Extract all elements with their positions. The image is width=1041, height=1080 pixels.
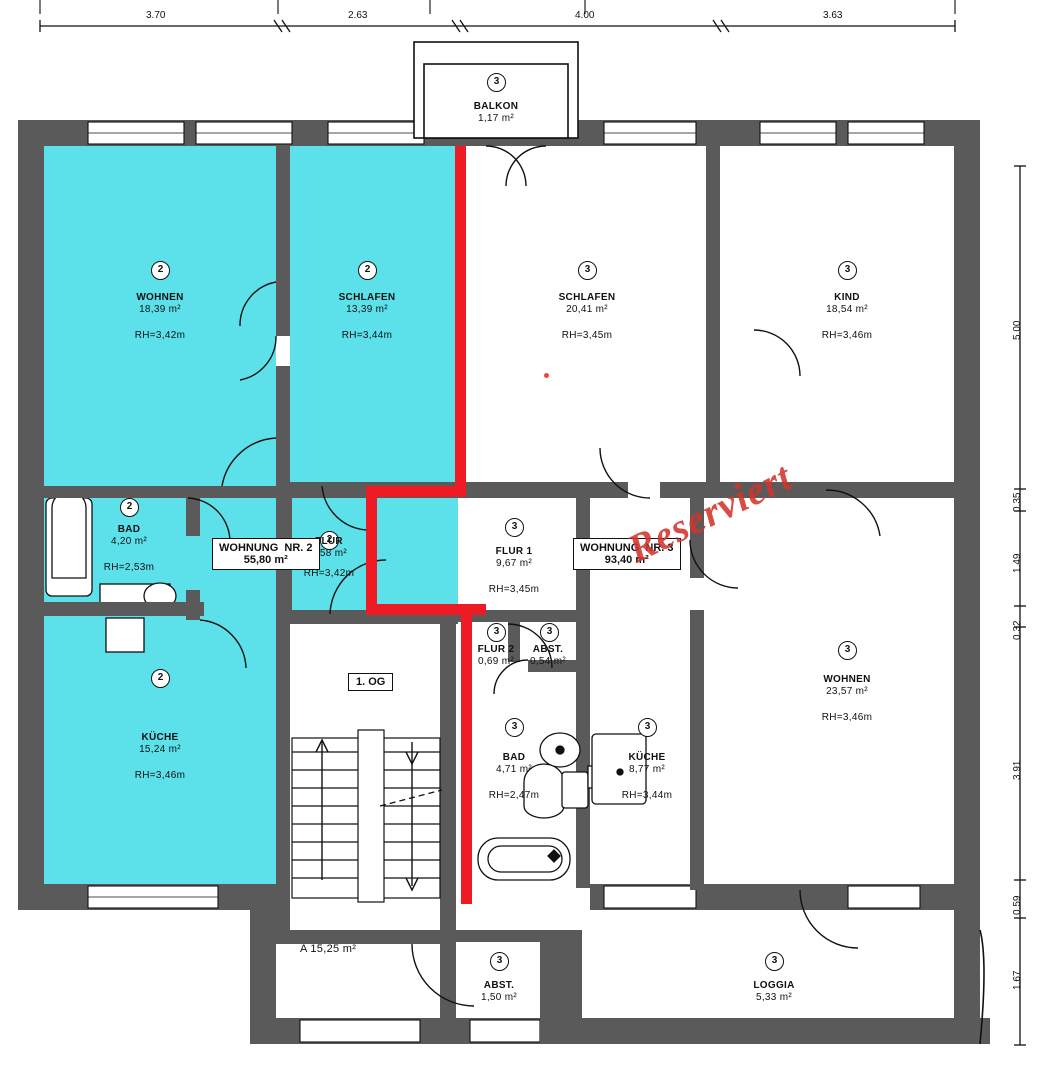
room-badge-kind-3: 3 (838, 261, 857, 280)
room-name-abst-klein-3: ABST. (532, 644, 564, 655)
room-area-kueche-2: 15,24 m² (139, 744, 181, 755)
dim-right-1: 5.00 (1012, 320, 1023, 340)
room-badge-flur1-3: 3 (505, 518, 524, 537)
room-area-loggia-3: 5,33 m² (755, 992, 792, 1003)
room-height-wohnen-2: RH=3,42m (134, 330, 186, 341)
dim-right-6: 0.59 (1012, 895, 1023, 915)
floor-level-label: 1. OG (348, 673, 394, 691)
room-badge-wohnen-3: 3 (838, 641, 857, 660)
room-badge-bad-3: 3 (505, 718, 524, 737)
room-name-schlafen-3: SCHLAFEN (558, 292, 616, 303)
room-height-flur-2: RH=3,42m (303, 568, 355, 579)
room-area-bad-2: 4,20 m² (110, 536, 147, 547)
room-badge-abst-klein-3: 3 (540, 623, 559, 642)
dim-right-7: 1.67 (1012, 970, 1023, 990)
room-height-schlafen-2: RH=3,44m (341, 330, 393, 341)
room-area-flur-2: 4,58 m² (310, 548, 347, 559)
dim-top-4: 3.63 (823, 10, 843, 21)
room-name-kueche-3: KÜCHE (628, 752, 666, 763)
room-badge-balkon-3: 3 (487, 73, 506, 92)
room-name-balkon-3: BALKON (473, 101, 519, 112)
right-dimension-line (1014, 165, 1026, 1046)
balcony-outline (413, 41, 579, 139)
dim-right-5: 3.91 (1012, 760, 1023, 780)
center-dot-marker (544, 373, 549, 378)
loggia-edge (979, 929, 985, 1045)
red-boundary-marker (366, 146, 486, 904)
room-area-abst-3: 1,50 m² (480, 992, 517, 1003)
dim-top-2: 2.63 (348, 10, 368, 21)
room-area-kind-3: 18,54 m² (826, 304, 868, 315)
dim-top-3: 4.00 (575, 10, 595, 21)
room-area-schlafen-3: 20,41 m² (566, 304, 608, 315)
room-name-flur-2: FLUR (315, 536, 343, 547)
room-height-bad-3: RH=2,47m (488, 790, 540, 801)
bath-fixtures-apt3 (477, 732, 613, 881)
room-badge-schlafen-2: 2 (358, 261, 377, 280)
room-name-flur2-3: FLUR 2 (477, 644, 515, 655)
stair-area-annotation: A 15,25 m² (300, 943, 357, 955)
room-height-kind-3: RH=3,46m (821, 330, 873, 341)
apartment-label-wohnung-3: WOHNUNG NR. 3 93,40 m² (573, 538, 681, 570)
room-area-wohnen-3: 23,57 m² (826, 686, 868, 697)
room-badge-flur2-3: 3 (487, 623, 506, 642)
room-name-wohnen-3: WOHNEN (823, 674, 871, 685)
room-area-abst-klein-3: 0,54 m² (529, 656, 566, 667)
room-area-balkon-3: 1,17 m² (477, 113, 514, 124)
room-area-flur1-3: 9,67 m² (495, 558, 532, 569)
dim-right-4: 0.32 (1012, 620, 1023, 640)
room-badge-bad-2: 2 (120, 498, 139, 517)
room-name-bad-3: BAD (502, 752, 526, 763)
room-name-flur1-3: FLUR 1 (495, 546, 533, 557)
window-mullions (88, 132, 924, 898)
room-name-kind-3: KIND (834, 292, 860, 303)
kitchen-fixtures-apt3 (591, 733, 647, 805)
room-height-kueche-3: RH=3,44m (621, 790, 673, 801)
room-name-bad-2: BAD (117, 524, 141, 535)
apartment-label-wohnung-2: WOHNUNG NR. 2 55,80 m² (212, 538, 320, 570)
staircase (291, 729, 441, 903)
dim-top-1: 3.70 (146, 10, 166, 21)
room-badge-kueche-3: 3 (638, 718, 657, 737)
room-area-wohnen-2: 18,39 m² (139, 304, 181, 315)
room-badge-schlafen-3: 3 (578, 261, 597, 280)
room-name-schlafen-2: SCHLAFEN (338, 292, 396, 303)
dim-right-3: 1.49 (1012, 553, 1023, 573)
room-area-schlafen-2: 13,39 m² (346, 304, 388, 315)
door-swings-apt2 (187, 281, 387, 669)
room-height-schlafen-3: RH=3,45m (561, 330, 613, 341)
room-badge-abst-3: 3 (490, 952, 509, 971)
dim-right-2: 0.35 (1012, 492, 1023, 512)
room-name-abst-3: ABST. (483, 980, 515, 991)
room-height-bad-2: RH=2,53m (103, 562, 155, 573)
room-height-flur1-3: RH=3,45m (488, 584, 540, 595)
room-area-kueche-3: 8,77 m² (628, 764, 665, 775)
room-badge-loggia-3: 3 (765, 952, 784, 971)
room-name-loggia-3: LOGGIA (753, 980, 795, 991)
room-area-bad-3: 4,71 m² (495, 764, 532, 775)
bath-fixtures-apt2 (45, 490, 177, 653)
top-dimension-line (39, 0, 956, 33)
room-badge-flur-2: 2 (320, 531, 339, 550)
room-area-flur2-3: 0,69 m² (477, 656, 514, 667)
stair-direction-arrows (315, 738, 443, 892)
room-badge-wohnen-2: 2 (151, 261, 170, 280)
room-name-kueche-2: KÜCHE (141, 732, 179, 743)
room-height-kueche-2: RH=3,46m (134, 770, 186, 781)
door-swings-apt3 (411, 145, 881, 1007)
room-height-wohnen-3: RH=3,46m (821, 712, 873, 723)
room-name-wohnen-2: WOHNEN (136, 292, 184, 303)
interior-walls-apt3 (276, 146, 980, 1044)
room-badge-kueche-2: 2 (151, 669, 170, 688)
